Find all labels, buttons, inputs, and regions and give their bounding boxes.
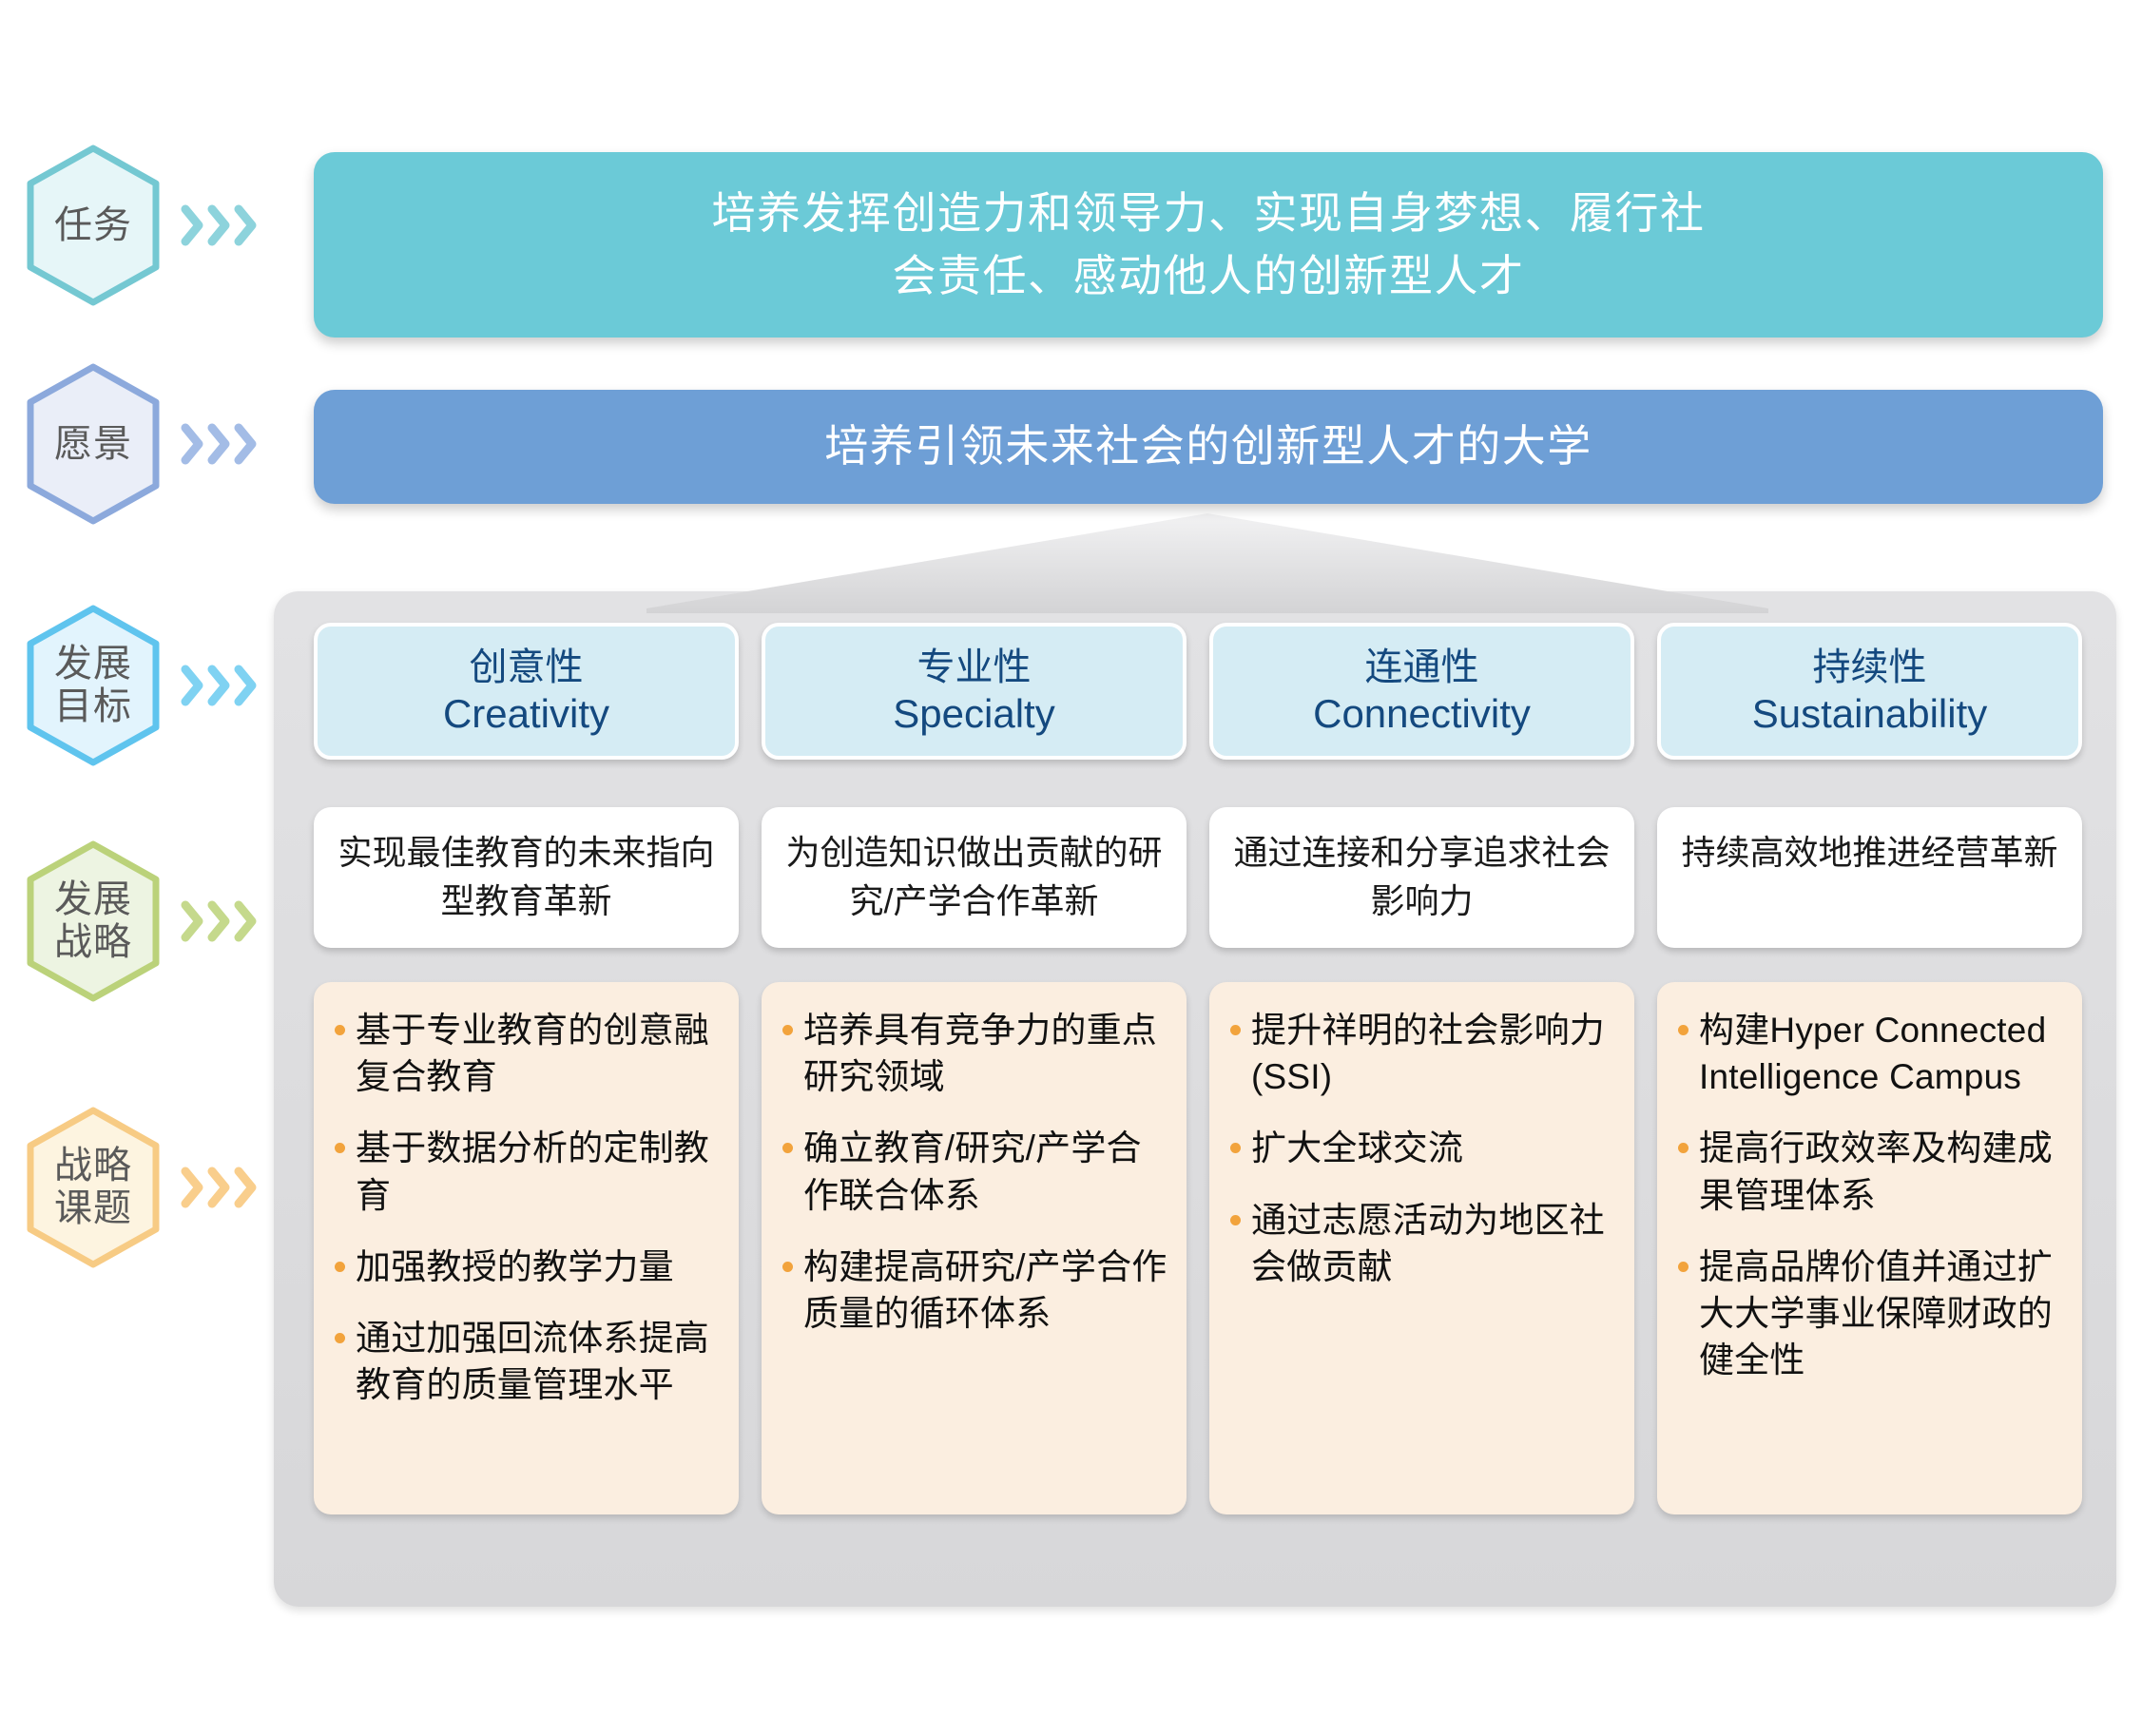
task-item: 基于数据分析的定制教育 <box>323 1125 722 1218</box>
task-list-3: 提升祥明的社会影响力(SSI) 扩大全球交流通过志愿活动为地区社会做贡献 <box>1219 1007 1617 1290</box>
rail-label-task: 战略 课题 <box>54 1145 132 1229</box>
task-item: 构建Hyper Connected Intelligence Campus <box>1667 1007 2065 1100</box>
chevron-right-icon <box>181 665 203 706</box>
hexagon-shape-icon <box>27 145 160 306</box>
task-item: 通过志愿活动为地区社会做贡献 <box>1219 1197 1617 1290</box>
chevron-right-icon <box>234 900 257 942</box>
hexagon-shape-icon <box>27 363 160 525</box>
goal-title-cn-4: 持续性 <box>1812 646 1927 688</box>
chevron-right-icon <box>207 204 230 246</box>
task-item: 通过加强回流体系提高教育的质量管理水平 <box>323 1315 722 1408</box>
goal-title-cn-2: 专业性 <box>917 646 1032 688</box>
chevron-right-icon <box>181 900 203 942</box>
goal-title-cn-1: 创意性 <box>469 646 584 688</box>
task-item: 培养具有竞争力的重点研究领域 <box>771 1007 1169 1100</box>
hexagon-shape-icon <box>27 605 160 766</box>
task-card-2[interactable]: 培养具有竞争力的重点研究领域确立教育/研究/产学合作联合体系构建提高研究/产学合… <box>762 982 1187 1514</box>
rail-item-task: 战略 课题 <box>17 1103 259 1272</box>
chevron-right-icon <box>207 423 230 465</box>
task-item: 提升祥明的社会影响力(SSI) <box>1219 1007 1617 1100</box>
vision-to-goals-connector <box>646 513 1768 613</box>
rail-label-mission: 任务 <box>54 203 132 246</box>
goal-title-en-3: Connectivity <box>1313 690 1531 736</box>
chevron-arrows-icon-mission <box>181 203 259 247</box>
strategy-card-3[interactable]: 通过连接和分享追求社会影响力 <box>1209 807 1634 948</box>
strategy-card-2[interactable]: 为创造知识做出贡献的研究/产学合作革新 <box>762 807 1187 948</box>
rail-item-goal: 发展 目标 <box>17 601 259 770</box>
task-list-1: 基于专业教育的创意融复合教育基于数据分析的定制教育加强教授的教学力量通过加强回流… <box>323 1007 722 1408</box>
rail-label-strategy: 发展 战略 <box>54 878 132 963</box>
rail-item-mission: 任务 <box>17 141 259 310</box>
task-item: 提高品牌价值并通过扩大大学事业保障财政的健全性 <box>1667 1244 2065 1384</box>
task-item: 基于专业教育的创意融复合教育 <box>323 1007 722 1100</box>
chevron-right-icon <box>181 423 203 465</box>
task-list-4: 构建Hyper Connected Intelligence Campus 提高行… <box>1667 1007 2065 1383</box>
rail-label-vision: 愿景 <box>54 422 132 465</box>
chevron-right-icon <box>234 204 257 246</box>
goal-title-en-1: Creativity <box>442 690 610 736</box>
task-item: 扩大全球交流 <box>1219 1125 1617 1171</box>
task-card-1[interactable]: 基于专业教育的创意融复合教育基于数据分析的定制教育加强教授的教学力量通过加强回流… <box>314 982 739 1514</box>
hexagon-mission: 任务 <box>17 141 169 310</box>
vision-banner: 培养引领未来社会的创新型人才的大学 <box>314 390 2103 504</box>
hexagon-strategy: 发展 战略 <box>17 837 169 1006</box>
task-item: 构建提高研究/产学合作质量的循环体系 <box>771 1244 1169 1337</box>
hexagon-shape-icon <box>27 840 160 1002</box>
rail-item-strategy: 发展 战略 <box>17 837 259 1006</box>
chevron-right-icon <box>234 1167 257 1208</box>
goal-title-en-4: Sustainability <box>1751 690 1988 736</box>
task-item: 提高行政效率及构建成果管理体系 <box>1667 1125 2065 1218</box>
chevron-right-icon <box>207 1167 230 1208</box>
hexagon-task: 战略 课题 <box>17 1103 169 1272</box>
chevron-right-icon <box>207 665 230 706</box>
chevron-arrows-icon-task <box>181 1166 259 1209</box>
task-item: 加强教授的教学力量 <box>323 1244 722 1290</box>
chevron-right-icon <box>234 665 257 706</box>
chevron-arrows-icon-vision <box>181 422 259 466</box>
strategy-card-4[interactable]: 持续高效地推进经营革新 <box>1657 807 2082 948</box>
task-list-2: 培养具有竞争力的重点研究领域确立教育/研究/产学合作联合体系构建提高研究/产学合… <box>771 1007 1169 1337</box>
rail-label-goal: 发展 目标 <box>54 643 132 727</box>
mission-banner: 培养发挥创造力和领导力、实现自身梦想、履行社 会责任、感动他人的创新型人才 <box>314 152 2103 338</box>
rail-item-vision: 愿景 <box>17 359 259 529</box>
chevron-right-icon <box>181 204 203 246</box>
goal-title-en-2: Specialty <box>893 690 1055 736</box>
task-item: 确立教育/研究/产学合作联合体系 <box>771 1125 1169 1218</box>
hexagon-shape-icon <box>27 1107 160 1268</box>
hexagon-goal: 发展 目标 <box>17 601 169 770</box>
chevron-arrows-icon-goal <box>181 664 259 707</box>
task-card-4[interactable]: 构建Hyper Connected Intelligence Campus 提高行… <box>1657 982 2082 1514</box>
chevron-arrows-icon-strategy <box>181 899 259 943</box>
chevron-right-icon <box>234 423 257 465</box>
hexagon-vision: 愿景 <box>17 359 169 529</box>
strategy-card-1[interactable]: 实现最佳教育的未来指向型教育革新 <box>314 807 739 948</box>
goal-title-cn-3: 连通性 <box>1364 646 1479 688</box>
chevron-right-icon <box>181 1167 203 1208</box>
chevron-right-icon <box>207 900 230 942</box>
task-card-3[interactable]: 提升祥明的社会影响力(SSI) 扩大全球交流通过志愿活动为地区社会做贡献 <box>1209 982 1634 1514</box>
